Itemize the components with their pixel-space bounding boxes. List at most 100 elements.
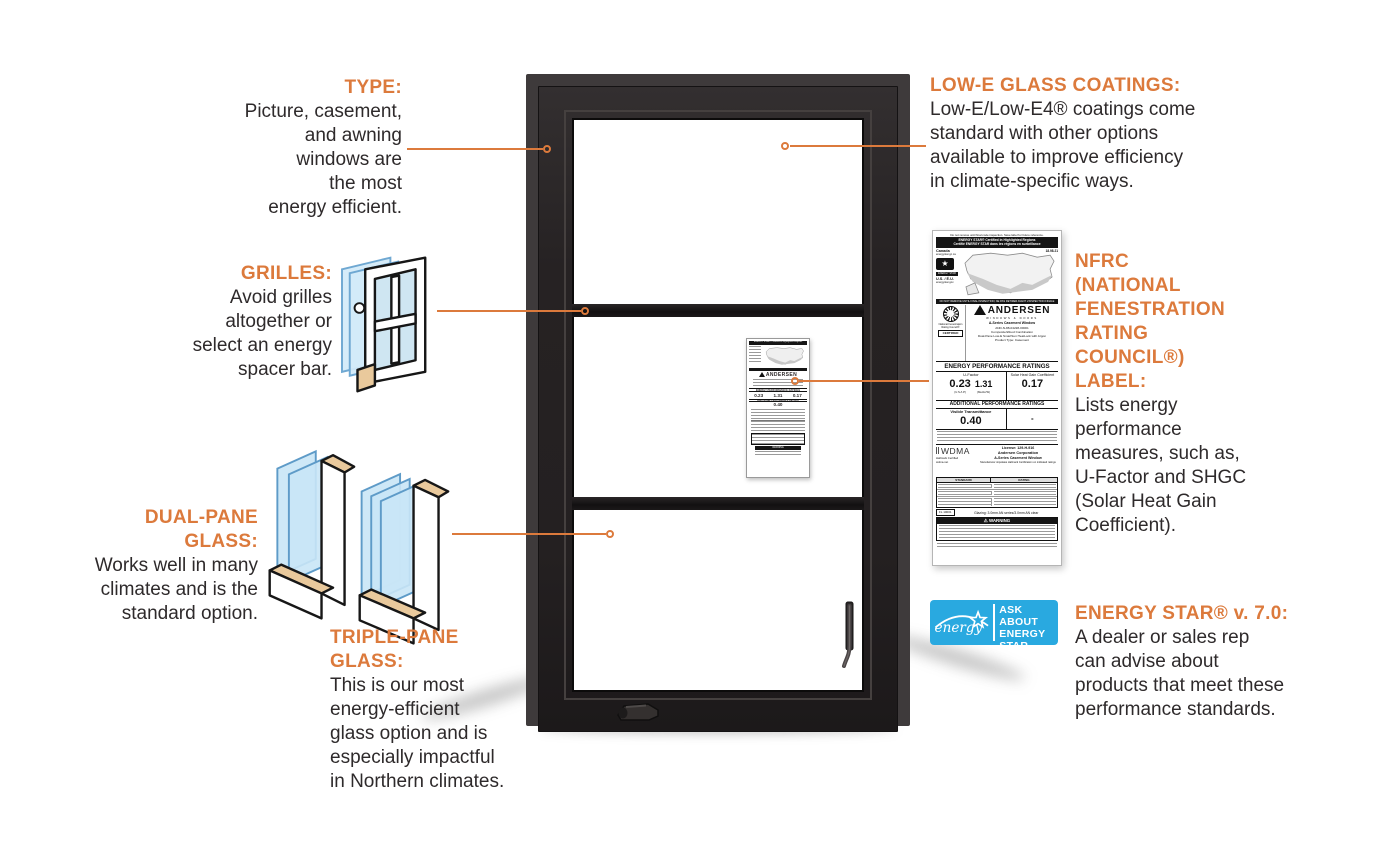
label-nfrc-org: National Fenestration Rating Council®	[938, 322, 963, 330]
callout-triple-line: energy-efficient	[330, 699, 460, 720]
label-us: U.S. / É.U.	[936, 276, 954, 281]
warning-icon: ⚠	[983, 517, 988, 523]
mini-ufactor-si: 1.31	[773, 393, 783, 398]
callout-lowe-line: in climate-specific ways.	[930, 171, 1134, 192]
callout-lowe: LOW-E GLASS COATINGS: Low-E/Low-E4® coat…	[930, 74, 1220, 194]
label-shgc-value: 0.17	[1021, 377, 1044, 390]
callout-nfrc-heading: NFRC	[1075, 251, 1129, 272]
mini-epr-title: ENERGY PERFORMANCE RATINGS	[749, 388, 807, 392]
callout-type-line: windows are	[296, 149, 402, 170]
label-ufactor: U-Factor	[963, 371, 979, 377]
label-apr-title: ADDITIONAL PERFORMANCE RATINGS	[936, 401, 1058, 409]
badge-line: STAR	[999, 640, 1058, 645]
callout-type-line: energy efficient.	[268, 197, 402, 218]
label-ufactor-ip-unit: (U.S./I-P)	[954, 389, 966, 394]
mini-fine-print	[751, 409, 805, 420]
star-icon	[968, 609, 989, 629]
callout-dual-line: standard option.	[121, 603, 258, 624]
callout-nfrc-heading: FENESTRATION	[1075, 299, 1225, 320]
leader-dot-grilles	[581, 307, 589, 315]
mini-vt-value: 0.40	[773, 402, 783, 408]
leader-line-dual-pane	[452, 533, 606, 535]
label-product-line: Composite/Wood Combination	[991, 329, 1033, 334]
label-shgc: Solar Heat Gain Coefficient	[1010, 372, 1055, 377]
callout-nfrc-line: performance	[1075, 419, 1182, 440]
triple-pane-illustration	[358, 472, 450, 645]
warning-fine-print	[939, 525, 1055, 540]
mini-apr-title: ADDITIONAL PERFORMANCE RATINGS	[749, 399, 807, 403]
table-header-rating: RATING	[1018, 477, 1030, 482]
callout-energy-star: ENERGY STAR® v. 7.0: A dealer or sales r…	[1075, 602, 1325, 722]
callout-lowe-line: standard with other options	[930, 123, 1159, 144]
mini-brand-name: ANDERSEN	[765, 371, 798, 378]
mini-remove-bar	[749, 368, 807, 371]
label-date: 18.98.21	[1045, 248, 1058, 253]
label-wdma: WDMA	[941, 445, 970, 456]
mini-label-left-column	[749, 346, 761, 364]
callout-type: TYPE: Picture, casement, and awning wind…	[150, 76, 402, 220]
label-product-line: A-Series Casement Window	[988, 320, 1036, 325]
callout-nfrc-heading: COUNCIL®)	[1075, 347, 1185, 368]
callout-type-heading: TYPE:	[344, 77, 402, 98]
window-sash-line	[564, 110, 872, 700]
label-product: A-Series Casement Window	[994, 455, 1042, 460]
callout-lowe-heading: LOW-E GLASS COATINGS:	[930, 75, 1181, 96]
mini-product-lines	[753, 379, 803, 387]
callout-nfrc-heading: (NATIONAL	[1075, 275, 1181, 296]
callout-estar-heading: ENERGY STAR® v. 7.0:	[1075, 603, 1289, 624]
callout-triple-line: glass option and is	[330, 723, 488, 744]
label-energy-star: ENERGY STAR	[936, 271, 958, 276]
mini-andersen-logo-icon	[758, 372, 765, 377]
callout-nfrc-line: (Solar Heat Gain	[1075, 491, 1217, 512]
ratings-table: STANDARD RATING	[936, 476, 1058, 509]
label-fine-print	[937, 430, 1057, 443]
callout-estar-line: products that meet these	[1075, 675, 1285, 696]
callout-nfrc-line: Coefficient).	[1075, 515, 1177, 536]
callout-triple-heading: GLASS:	[330, 651, 404, 672]
callout-lowe-line: Low-E/Low-E4® coatings come	[930, 99, 1196, 120]
callout-nfrc-heading: RATING	[1075, 323, 1149, 344]
leader-line-grilles	[437, 310, 581, 312]
label-es-bar-fr: Certifié ENERGY STAR dans les régions en…	[953, 242, 1041, 247]
label-canada-url: energystar.gc.ca	[936, 252, 956, 256]
label-glazing: Glazing: 3.0mm AN series/3.0mm AN clear	[974, 510, 1039, 515]
label-vt: Visible Transmittance	[950, 408, 992, 414]
label-footer-fine-print	[937, 543, 1057, 550]
callout-estar-line: performance standards.	[1075, 699, 1276, 720]
callout-dual-pane: DUAL-PANE GLASS: Works well in many clim…	[60, 506, 258, 626]
callout-lowe-line: available to improve efficiency	[930, 147, 1184, 168]
label-ufactor-si-unit: (Metric/SI)	[977, 389, 991, 394]
callout-type-line: the most	[329, 173, 402, 194]
label-stip: Manufacturer stipulates Hallmark Certifi…	[980, 460, 1056, 464]
energy-star-logo-icon: energy	[935, 609, 989, 636]
mini-shgc: 0.17	[792, 393, 802, 398]
mini-warning-bar: WARNING	[755, 446, 801, 451]
mini-wdma-section	[751, 420, 805, 433]
label-wdma-sub: Hallmark Certified	[936, 455, 959, 460]
callout-triple-line: especially impactful	[330, 747, 495, 768]
andersen-logo-icon	[973, 305, 986, 316]
callout-dual-line: climates and is the	[100, 579, 258, 600]
label-es-bar-en: ENERGY STAR® Certified in Highlighted Re…	[958, 238, 1036, 242]
callout-nfrc-heading: LABEL:	[1075, 371, 1147, 392]
label-product-line: Dual-Pane Low-E SmartSun HeatLock with A…	[977, 334, 1047, 339]
label-brand-sub: WINDOWS & DOORS	[986, 315, 1038, 320]
label-corp: Andersen Corporation	[997, 450, 1039, 455]
leader-dot-nfrc-label	[791, 377, 799, 385]
callout-grilles-line: select an energy	[192, 335, 332, 356]
label-us-url: energystar.gov	[936, 280, 954, 284]
nfrc-logo-icon	[942, 305, 959, 322]
callout-dual-line: Works well in many	[94, 555, 258, 576]
mini-warning-text	[755, 451, 801, 458]
label-top-note: Do not remove until final code inspectio…	[950, 233, 1044, 237]
callout-triple-pane: TRIPLE-PANE GLASS: This is our most ener…	[330, 626, 540, 794]
leader-dot-dual-pane	[606, 530, 614, 538]
callout-type-line: and awning	[304, 125, 402, 146]
label-nfrc-certified: CERTIFIED	[938, 330, 963, 337]
leader-dot-type	[543, 145, 551, 153]
callout-grilles: GRILLES: Avoid grilles altogether or sel…	[150, 262, 332, 382]
label-product-line: AND-N-88-04228-00001	[995, 325, 1029, 330]
callout-grilles-heading: GRILLES:	[240, 263, 332, 284]
label-canada: Canada	[936, 248, 950, 253]
mini-ufactor-ip: 0.23	[754, 393, 764, 398]
